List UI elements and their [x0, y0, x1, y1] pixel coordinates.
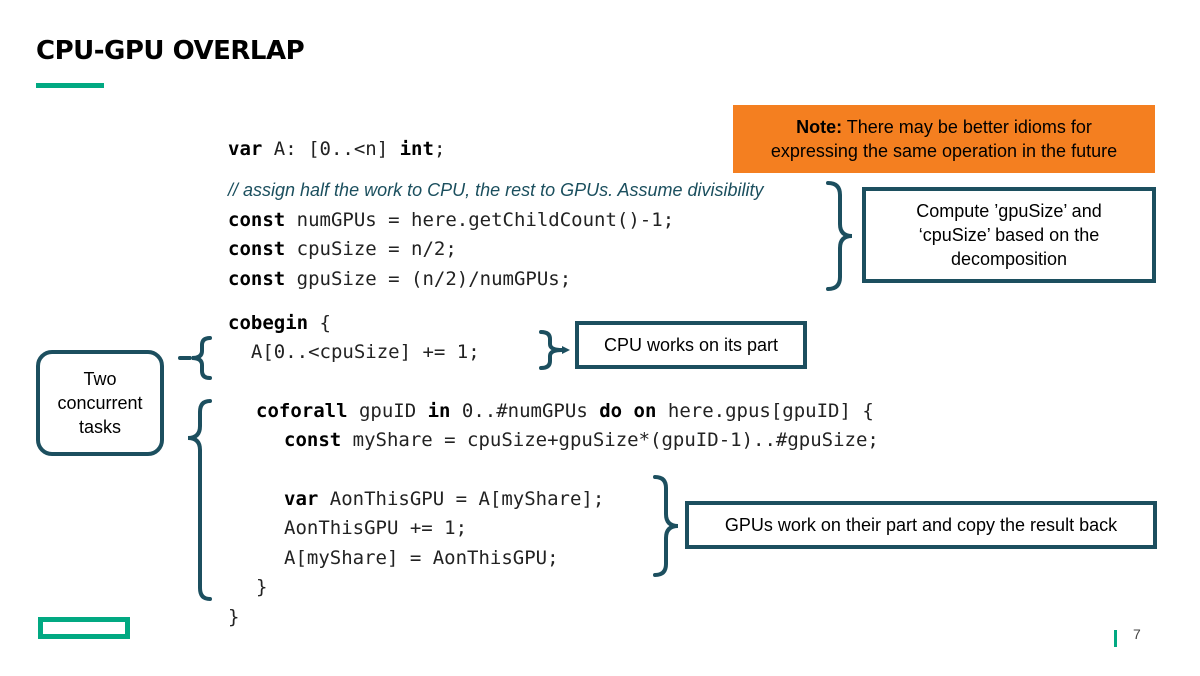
callout-compute: Compute ’gpuSize’ and ‘cpuSize’ based on…	[862, 187, 1156, 283]
code-comment: // assign half the work to CPU, the rest…	[228, 180, 764, 200]
code-text: {	[308, 312, 331, 334]
callout-tasks-line-1: Two	[83, 369, 117, 389]
callout-gpus: GPUs work on their part and copy the res…	[685, 501, 1157, 549]
code-text: ;	[433, 138, 446, 160]
callout-compute-line-1: Compute ’gpuSize’ and	[916, 201, 1102, 221]
callout-cpu-text: CPU works on its part	[603, 335, 779, 355]
keyword: const	[228, 238, 286, 260]
code-text: 0..#numGPUs	[450, 400, 600, 422]
code-line-close-outer: }	[228, 605, 239, 629]
keyword: var	[284, 488, 319, 510]
note-line-2: expressing the same operation in the fut…	[770, 141, 1118, 161]
code-text: cpuSize = n/2;	[285, 238, 457, 260]
keyword: cobegin	[228, 312, 309, 334]
code-line-coforall: coforall gpuID in 0..#numGPUs do on here…	[256, 399, 874, 423]
callout-tasks: Two concurrent tasks	[36, 350, 164, 456]
code-line-aonthisgpu-decl: var AonThisGPU = A[myShare];	[284, 487, 604, 511]
keyword: var	[228, 138, 263, 160]
callout-gpus-text: GPUs work on their part and copy the res…	[724, 515, 1118, 535]
code-text	[622, 400, 633, 422]
slide-title: CPU-GPU OVERLAP	[36, 36, 305, 66]
keyword: const	[284, 429, 342, 451]
brace-task-cpu	[178, 336, 212, 380]
code-line-gpusize: const gpuSize = (n/2)/numGPUs;	[228, 267, 571, 291]
note-line-1: Note: There may be better idioms for	[796, 115, 1092, 139]
hpe-logo	[38, 617, 130, 639]
code-text: A: [0..<n]	[262, 138, 400, 160]
callout-compute-line-2: ‘cpuSize’ based on the	[918, 225, 1100, 245]
code-line-aonthisgpu-inc: AonThisGPU += 1;	[284, 516, 467, 540]
callout-cpu: CPU works on its part	[575, 321, 807, 369]
keyword: int	[399, 138, 434, 160]
code-text: myShare = cpuSize+gpuSize*(gpuID-1)..#gp…	[341, 429, 879, 451]
code-text: }	[256, 576, 268, 598]
brace-compute	[826, 181, 853, 291]
code-text: gpuSize = (n/2)/numGPUs;	[285, 268, 572, 290]
keyword: in	[427, 400, 451, 422]
title-underline	[36, 83, 104, 88]
code-line-cpu-work: A[0..<cpuSize] += 1;	[228, 340, 480, 364]
code-text: AonThisGPU = A[myShare];	[318, 488, 605, 510]
keyword: do	[599, 400, 623, 422]
brace-gpus	[653, 475, 679, 577]
brace-task-gpu	[187, 399, 212, 601]
code-line-myshare: const myShare = cpuSize+gpuSize*(gpuID-1…	[284, 428, 879, 452]
code-line-cpusize: const cpuSize = n/2;	[228, 237, 457, 261]
note-box: Note: There may be better idioms for exp…	[733, 105, 1155, 173]
code-line-copy-back: A[myShare] = AonThisGPU;	[284, 546, 559, 570]
code-text: numGPUs = here.getChildCount()-1;	[285, 209, 675, 231]
code-line-var-a: var A: [0..<n] int;	[228, 137, 445, 161]
code-text: A[0..<cpuSize] += 1;	[228, 341, 480, 363]
code-line-cobegin: cobegin {	[228, 311, 331, 335]
callout-compute-line-3: decomposition	[950, 249, 1068, 269]
brace-cpu	[539, 330, 570, 370]
keyword: const	[228, 209, 286, 231]
code-text: here.gpus[gpuID] {	[656, 400, 874, 422]
page-number-bar	[1114, 630, 1117, 647]
note-bold: Note:	[796, 117, 843, 137]
code-line-close-inner: }	[256, 575, 267, 599]
callout-tasks-line-2: concurrent	[57, 393, 143, 413]
keyword: const	[228, 268, 286, 290]
keyword: on	[633, 400, 657, 422]
code-line-numgpus: const numGPUs = here.getChildCount()-1;	[228, 208, 674, 232]
code-text: A[myShare] = AonThisGPU;	[284, 547, 559, 569]
keyword: coforall	[256, 400, 348, 422]
callout-tasks-line-3: tasks	[78, 417, 121, 437]
code-text: AonThisGPU += 1;	[284, 517, 468, 539]
code-text: gpuID	[347, 400, 428, 422]
code-text: }	[228, 606, 240, 628]
note-line-1-text: There may be better idioms for	[842, 117, 1092, 137]
page-number: 7	[1133, 626, 1141, 642]
